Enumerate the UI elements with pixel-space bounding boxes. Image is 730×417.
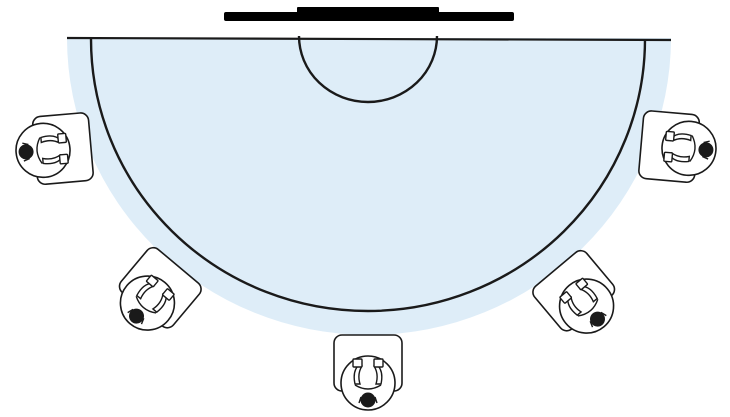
- seat-bottom: [334, 335, 402, 410]
- backboard-top: [297, 7, 439, 14]
- seat-right: [638, 110, 719, 184]
- seat-left: [13, 112, 94, 186]
